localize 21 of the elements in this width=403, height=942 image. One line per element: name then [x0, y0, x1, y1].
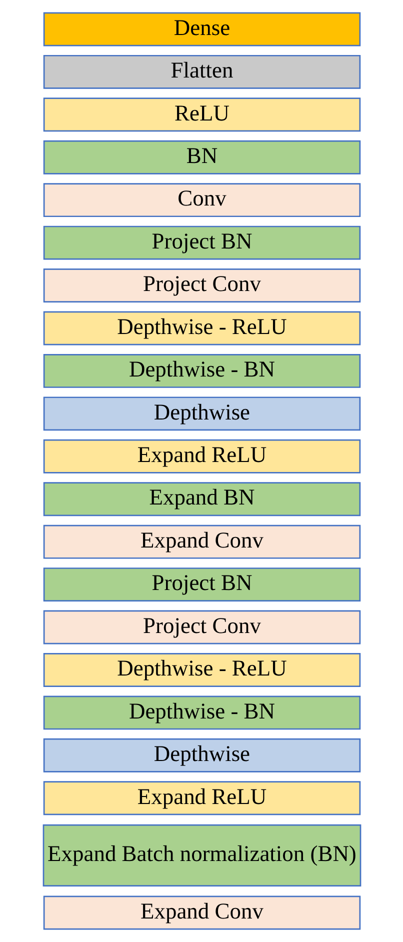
node-box: ReLU	[42, 98, 360, 132]
node-box: Expand ReLU	[42, 439, 360, 474]
node-box: Project Conv	[42, 610, 360, 644]
node-box: BN	[42, 140, 360, 174]
node-box: Conv	[42, 183, 360, 218]
node-box: Dense	[42, 12, 360, 46]
node-box: Expand Batch normalization (BN)	[42, 824, 361, 886]
node-box: Depthwise	[42, 396, 360, 431]
node-box: Depthwise	[42, 738, 360, 772]
node-box: Depthwise - ReLU	[42, 653, 360, 687]
node-box: Flatten	[42, 54, 360, 89]
node-box: Project Conv	[42, 268, 360, 302]
node-box: Project BN	[42, 226, 360, 260]
node-box: Depthwise - BN	[42, 696, 360, 730]
node-box: Depthwise - BN	[42, 354, 360, 388]
node-box: Expand ReLU	[42, 781, 360, 816]
node-box: Depthwise - ReLU	[42, 311, 360, 346]
node-box: Expand Conv	[42, 524, 360, 559]
node-box: Expand Conv	[42, 896, 360, 930]
node-box: Expand BN	[42, 482, 360, 516]
node-box: Project BN	[42, 568, 360, 602]
